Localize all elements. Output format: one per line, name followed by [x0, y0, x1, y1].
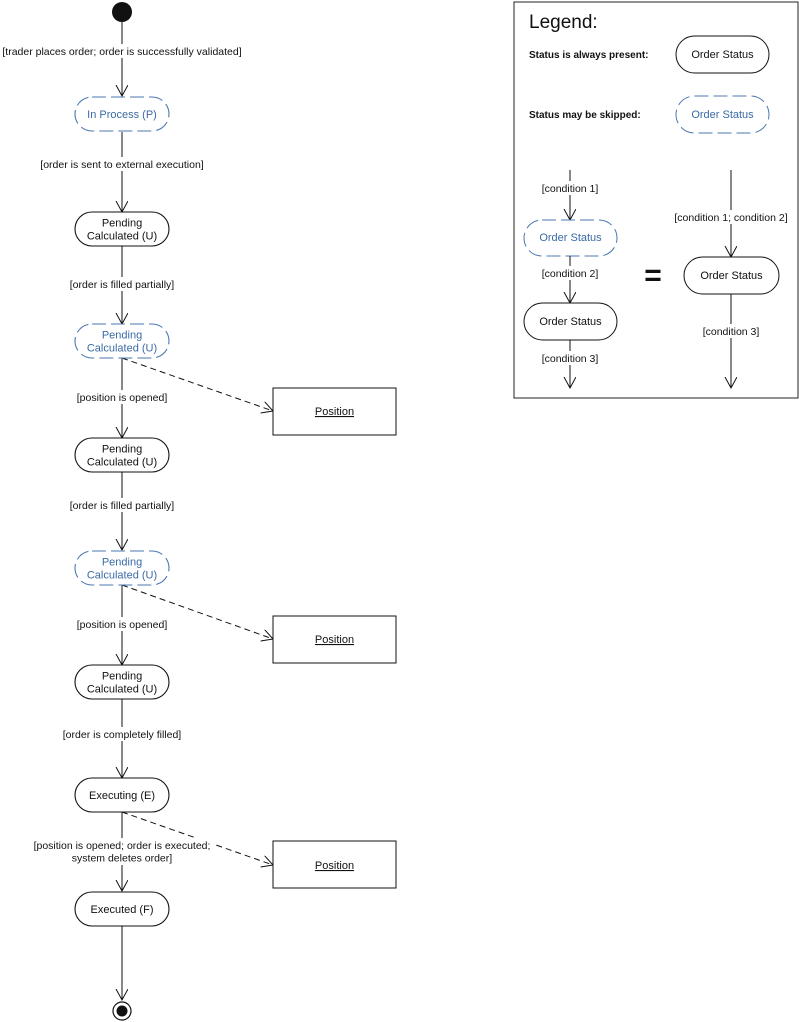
transition-label: [order is filled partially]	[70, 279, 175, 291]
transition-label: [position is opened]	[77, 619, 168, 631]
position-label: Position	[315, 634, 354, 646]
position-label: Position	[315, 860, 354, 872]
legend-present-sample	[675, 35, 770, 74]
position-box	[272, 615, 397, 664]
legend-skipped-sample	[675, 95, 770, 134]
legend-condition: [condition 3]	[703, 326, 760, 338]
legend-present-label: Status is always present:	[529, 50, 649, 61]
position-link	[121, 584, 273, 639]
transition-label: [order is completely filled]	[63, 729, 182, 741]
state-label: In Process (P)	[87, 109, 157, 121]
position-box	[272, 840, 397, 889]
legend-example-text: Order Status	[539, 316, 602, 328]
state-node	[74, 437, 170, 473]
state-label: Executed (F)	[91, 904, 154, 916]
position-link	[121, 357, 273, 411]
transition-label: [position is opened]	[77, 392, 168, 404]
legend-title: Legend:	[529, 12, 598, 33]
legend-condition: [condition 1; condition 2]	[674, 212, 787, 224]
state-node	[74, 664, 170, 700]
legend-condition: [condition 2]	[542, 268, 599, 280]
state-node-skippable	[74, 96, 170, 132]
state-label: Executing (E)	[89, 790, 155, 802]
transition-label: [trader places order; order is successfu…	[2, 46, 241, 58]
legend-example-text: Order Status	[700, 270, 763, 282]
legend-condition: [condition 3]	[542, 353, 599, 365]
transition-label: [order is filled partially]	[70, 500, 175, 512]
legend-skipped-label: Status may be skipped:	[529, 110, 641, 121]
state-node-skippable	[74, 323, 170, 359]
legend-panel: Legend: Status is always present: Order …	[513, 1, 799, 399]
legend-condition: [condition 1]	[542, 183, 599, 195]
legend-equals-sign: =	[644, 259, 662, 292]
initial-node	[112, 2, 132, 22]
legend-example-text: Order Status	[539, 232, 602, 244]
main-flow: Position Position Position [trader place…	[2, 2, 397, 1021]
position-label: Position	[315, 406, 354, 418]
transition-label: [order is sent to external execution]	[40, 159, 204, 171]
position-box	[272, 387, 397, 436]
state-node	[74, 777, 170, 813]
state-node	[74, 891, 170, 927]
final-node-core	[116, 1005, 128, 1017]
legend-skipped-text: Order Status	[691, 109, 754, 121]
transition-label: [position is opened; order is executed;s…	[34, 840, 211, 865]
state-node	[74, 211, 170, 247]
state-node-skippable	[74, 550, 170, 586]
legend-present-text: Order Status	[691, 49, 754, 61]
